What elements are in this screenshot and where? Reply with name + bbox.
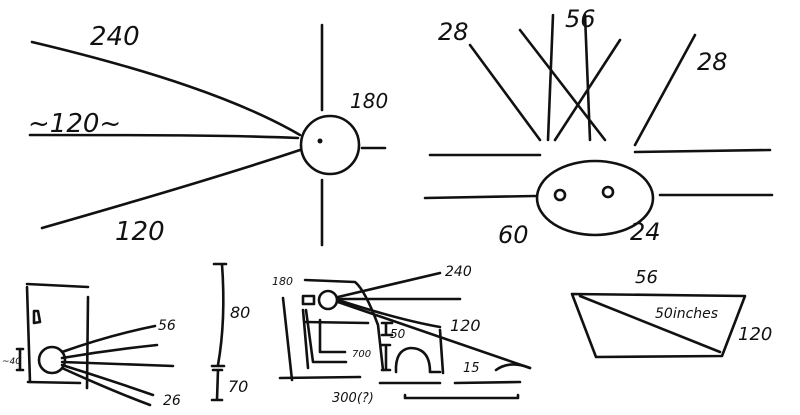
label-56: 56 [635, 267, 658, 288]
label-80: 80 [230, 303, 250, 322]
head-circle [37, 345, 67, 375]
ray-240 [336, 271, 442, 299]
hood-line [336, 300, 532, 370]
ray-center-left [546, 13, 555, 142]
label-56: 56 [158, 318, 176, 334]
middle-ray [28, 133, 300, 140]
gap-50 [380, 321, 394, 337]
label-50: 50 [390, 327, 406, 341]
bonnet [494, 363, 532, 372]
ray-right-inner [553, 38, 622, 142]
ray-left-inner [518, 28, 607, 142]
vertical-fov-sketch: 28 56 28 60 24 [423, 5, 774, 249]
ray-right-outer [633, 33, 697, 147]
label-240: 240 [445, 264, 472, 280]
seated-view-sketch: ~40 56 26 80 70 [2, 262, 250, 409]
small-rect [32, 309, 42, 325]
screen-diagonal [578, 294, 722, 354]
label-120: 120 [738, 324, 772, 345]
lower-ray [40, 148, 302, 230]
label-50inches: 50inches [655, 306, 718, 322]
label-180: 180 [350, 89, 388, 113]
left-eye [553, 188, 567, 202]
label-15: 15 [463, 361, 480, 376]
car-side-sketch: 180 240 120 50 700 15 300(?) [272, 264, 532, 406]
label-24: 24 [630, 218, 661, 246]
gap-700 [380, 343, 392, 372]
dimension-80 [210, 262, 228, 368]
upper-ray [30, 40, 302, 137]
ray-26 [60, 366, 152, 407]
headrest [301, 294, 316, 306]
ray-2 [60, 343, 159, 360]
label-120-bottom: 120 [115, 217, 165, 247]
wheel-arch [394, 346, 442, 374]
seat-back [301, 308, 310, 370]
ray-left-outer [468, 43, 542, 142]
ray-56 [60, 324, 157, 354]
ray-3 [60, 360, 175, 368]
label-28-right: 28 [697, 48, 728, 76]
front-line [438, 328, 445, 375]
label-240: 240 [90, 22, 140, 52]
ray-120 [336, 298, 442, 329]
label-small: ~40 [2, 357, 21, 367]
label-70: 70 [228, 377, 248, 396]
height-arrow [281, 296, 294, 382]
head-ellipse [535, 159, 655, 237]
ground-3 [453, 380, 522, 385]
horizon-lower-left [423, 194, 537, 200]
label-26: 26 [163, 393, 181, 409]
seat-frame [304, 308, 348, 364]
eye-dot [317, 138, 323, 144]
label-180: 180 [272, 275, 293, 288]
frame-top [25, 282, 90, 289]
label-28-left: 28 [438, 18, 469, 46]
frame-bottom [26, 380, 82, 385]
right-eye [601, 185, 615, 199]
screen-outline [570, 292, 747, 359]
dimension-70 [210, 368, 224, 402]
screen-sketch: 56 50inches 120 [570, 267, 772, 359]
ray-center-right [583, 13, 592, 142]
ground-1 [278, 375, 362, 380]
roof-line [303, 278, 385, 372]
horizontal-fov-sketch: 240 ~120~ 120 180 [28, 22, 388, 247]
label-120: 120 [450, 316, 481, 335]
frame-left [25, 285, 32, 384]
height-bracket [15, 347, 25, 372]
label-300: 300(?) [332, 391, 374, 406]
label-120-middle: ~120~ [28, 109, 121, 139]
length-line [403, 393, 520, 400]
label-60: 60 [498, 221, 529, 249]
label-700: 700 [352, 349, 371, 360]
dash-line [303, 320, 370, 325]
head-circle [317, 289, 339, 311]
horizon-upper-right [633, 148, 772, 154]
label-56: 56 [565, 5, 596, 33]
ray-4 [60, 363, 155, 397]
head-circle [299, 114, 361, 176]
